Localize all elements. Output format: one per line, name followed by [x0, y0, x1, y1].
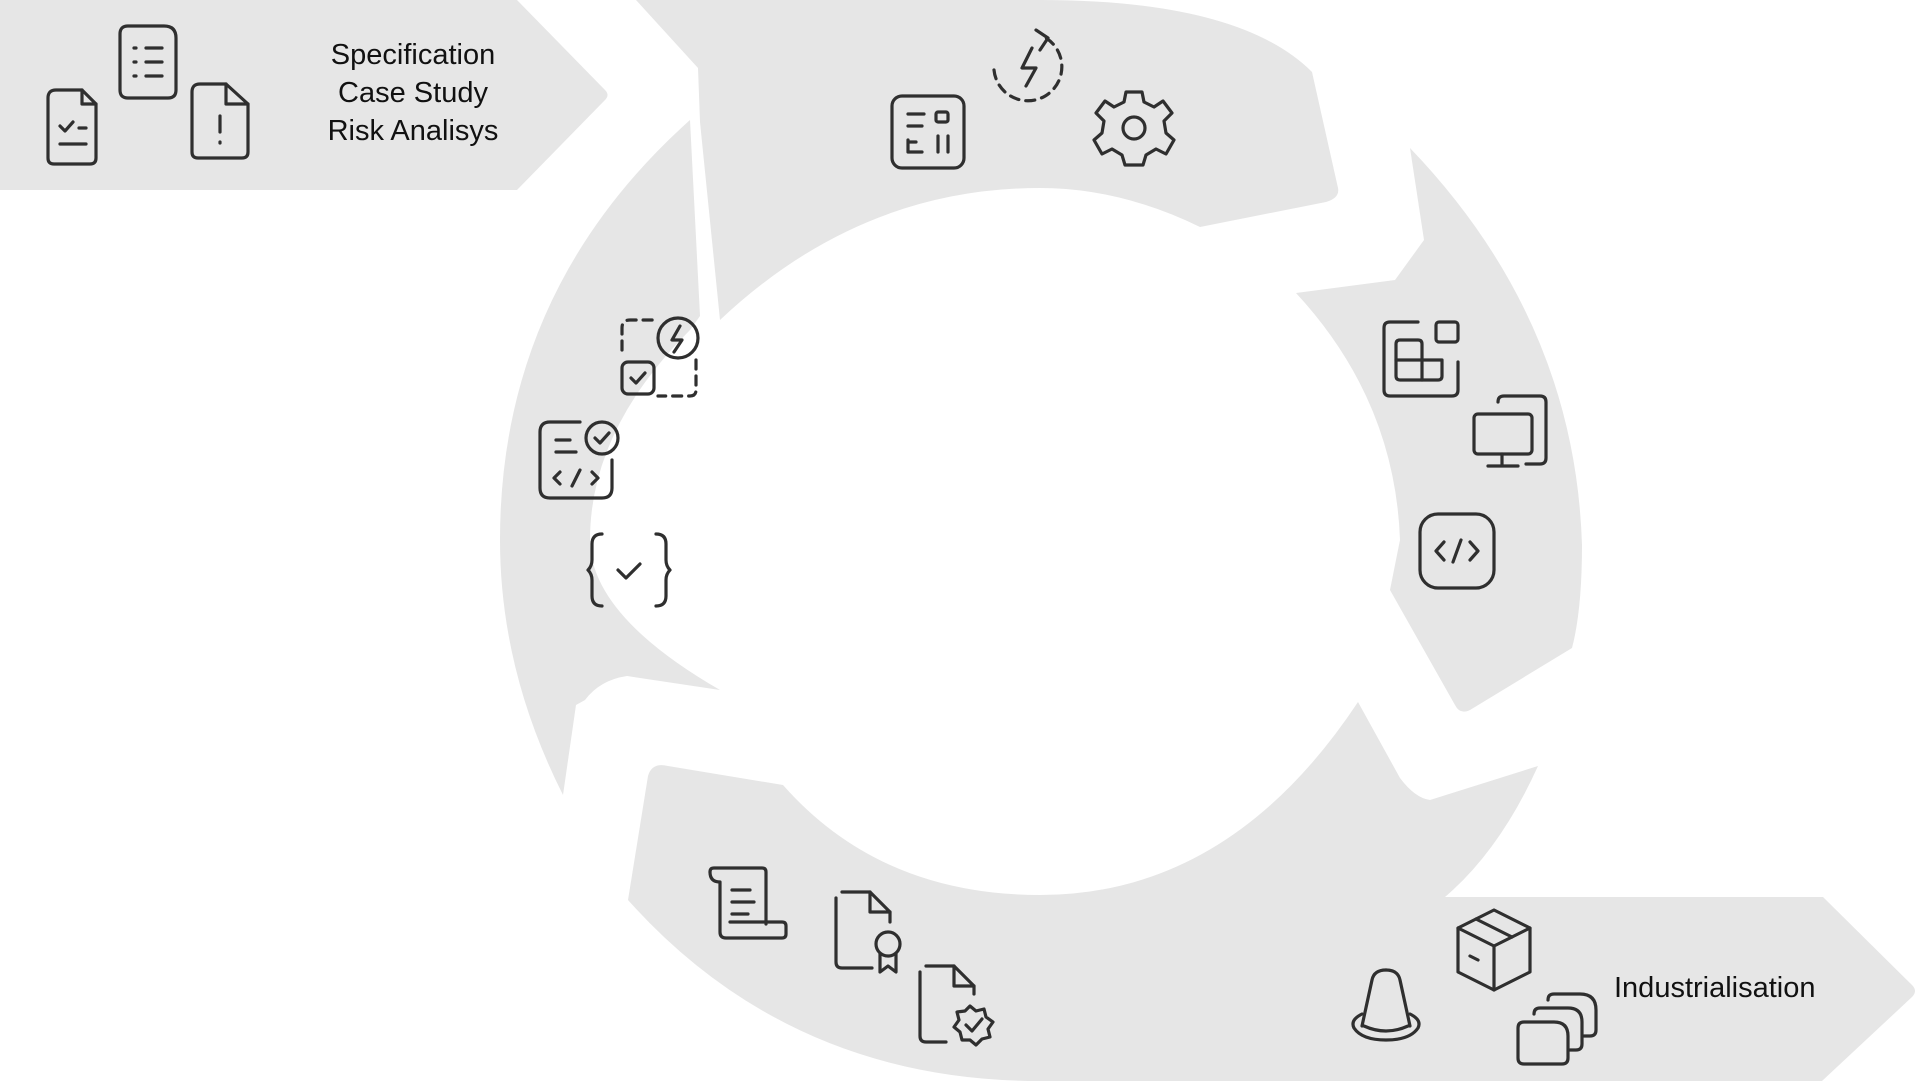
- refresh-bolt-icon: [992, 28, 1064, 103]
- warning-document-icon: [190, 82, 250, 160]
- package-box-icon: [1456, 908, 1532, 992]
- input-banner-line-2: Case Study: [338, 77, 488, 109]
- dashboard-layout-icon: [890, 94, 966, 170]
- verified-document-icon: [918, 964, 995, 1047]
- dashed-automation-icon: [620, 316, 700, 398]
- traffic-cone-icon: [1351, 968, 1421, 1042]
- certificate-document-icon: [834, 890, 902, 974]
- checklist-document-icon: [46, 88, 98, 166]
- cycle-arrow-left: [500, 120, 720, 795]
- code-review-check-icon: [538, 420, 620, 500]
- desktop-devices-icon: [1472, 394, 1548, 468]
- input-banner-line-1: Specification: [331, 39, 495, 71]
- input-banner-text: Specification Case Study Risk Analisys: [328, 39, 499, 147]
- components-grid-icon: [1382, 320, 1460, 398]
- gear-icon: [1092, 90, 1176, 167]
- scroll-document-icon: [708, 866, 788, 940]
- cycle-arrow-bottom: [628, 702, 1915, 1081]
- output-banner-label: Industrialisation: [1614, 972, 1816, 1004]
- input-banner-arrow: [0, 0, 608, 190]
- code-brackets-icon: [1418, 512, 1496, 590]
- cycle-arrow-right: [1296, 148, 1582, 712]
- input-banner-line-3: Risk Analisys: [328, 115, 499, 147]
- stacked-layers-icon: [1516, 992, 1598, 1066]
- cycle-arrow-top: [636, 0, 1339, 320]
- list-document-icon: [118, 24, 178, 100]
- curly-braces-check-icon: [586, 532, 672, 608]
